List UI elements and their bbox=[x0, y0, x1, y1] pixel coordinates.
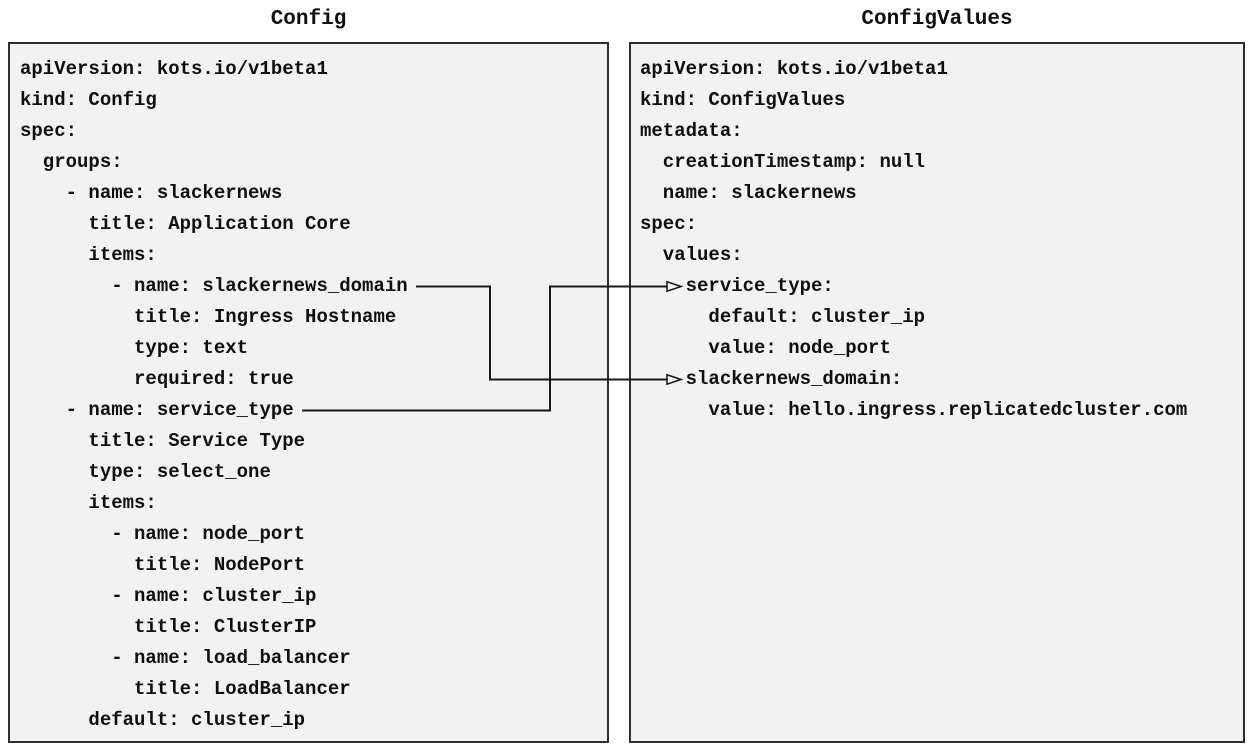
yaml-line: groups: bbox=[20, 151, 123, 173]
configvalues-panel: apiVersion: kots.io/v1beta1 kind: Config… bbox=[629, 42, 1245, 743]
yaml-line: items: bbox=[20, 492, 157, 514]
yaml-line: title: Application Core bbox=[20, 213, 351, 235]
yaml-line-service-type-value: service_type: bbox=[640, 275, 834, 297]
yaml-line: spec: bbox=[640, 213, 698, 235]
yaml-line: title: Ingress Hostname bbox=[20, 306, 397, 328]
yaml-line: type: select_one bbox=[20, 461, 271, 483]
yaml-line: name: slackernews bbox=[640, 182, 857, 204]
yaml-line: type: text bbox=[20, 337, 249, 359]
yaml-line: title: Service Type bbox=[20, 430, 306, 452]
configvalues-yaml-code: apiVersion: kots.io/v1beta1 kind: Config… bbox=[631, 44, 1243, 426]
config-panel-title: Config bbox=[270, 8, 347, 31]
yaml-line: - name: slackernews bbox=[20, 182, 283, 204]
yaml-line: default: cluster_ip bbox=[20, 709, 306, 731]
yaml-line-slackernews-domain: - name: slackernews_domain bbox=[20, 275, 408, 297]
yaml-line: title: LoadBalancer bbox=[20, 678, 351, 700]
yaml-line: value: node_port bbox=[640, 337, 891, 359]
yaml-line: metadata: bbox=[640, 120, 743, 142]
yaml-line: apiVersion: kots.io/v1beta1 bbox=[20, 58, 328, 80]
yaml-line: items: bbox=[20, 244, 157, 266]
yaml-line: required: true bbox=[20, 368, 294, 390]
config-panel: apiVersion: kots.io/v1beta1 kind: Config… bbox=[8, 42, 609, 743]
yaml-line: title: ClusterIP bbox=[20, 616, 317, 638]
yaml-line: value: hello.ingress.replicatedcluster.c… bbox=[640, 399, 1188, 421]
yaml-line: - name: node_port bbox=[20, 523, 306, 545]
yaml-line: values: bbox=[640, 244, 743, 266]
yaml-line: kind: ConfigValues bbox=[640, 89, 846, 111]
yaml-line-slackernews-domain-value: slackernews_domain: bbox=[640, 368, 903, 390]
yaml-line: apiVersion: kots.io/v1beta1 bbox=[640, 58, 948, 80]
yaml-line: default: cluster_ip bbox=[640, 306, 926, 328]
yaml-line: spec: bbox=[20, 120, 78, 142]
yaml-line: - name: load_balancer bbox=[20, 647, 351, 669]
yaml-line: - name: cluster_ip bbox=[20, 585, 317, 607]
config-yaml-code: apiVersion: kots.io/v1beta1 kind: Config… bbox=[10, 44, 607, 736]
yaml-line: creationTimestamp: null bbox=[640, 151, 926, 173]
configvalues-panel-title: ConfigValues bbox=[861, 8, 1013, 31]
yaml-line-service-type: - name: service_type bbox=[20, 399, 294, 421]
yaml-line: kind: Config bbox=[20, 89, 157, 111]
yaml-line: title: NodePort bbox=[20, 554, 306, 576]
